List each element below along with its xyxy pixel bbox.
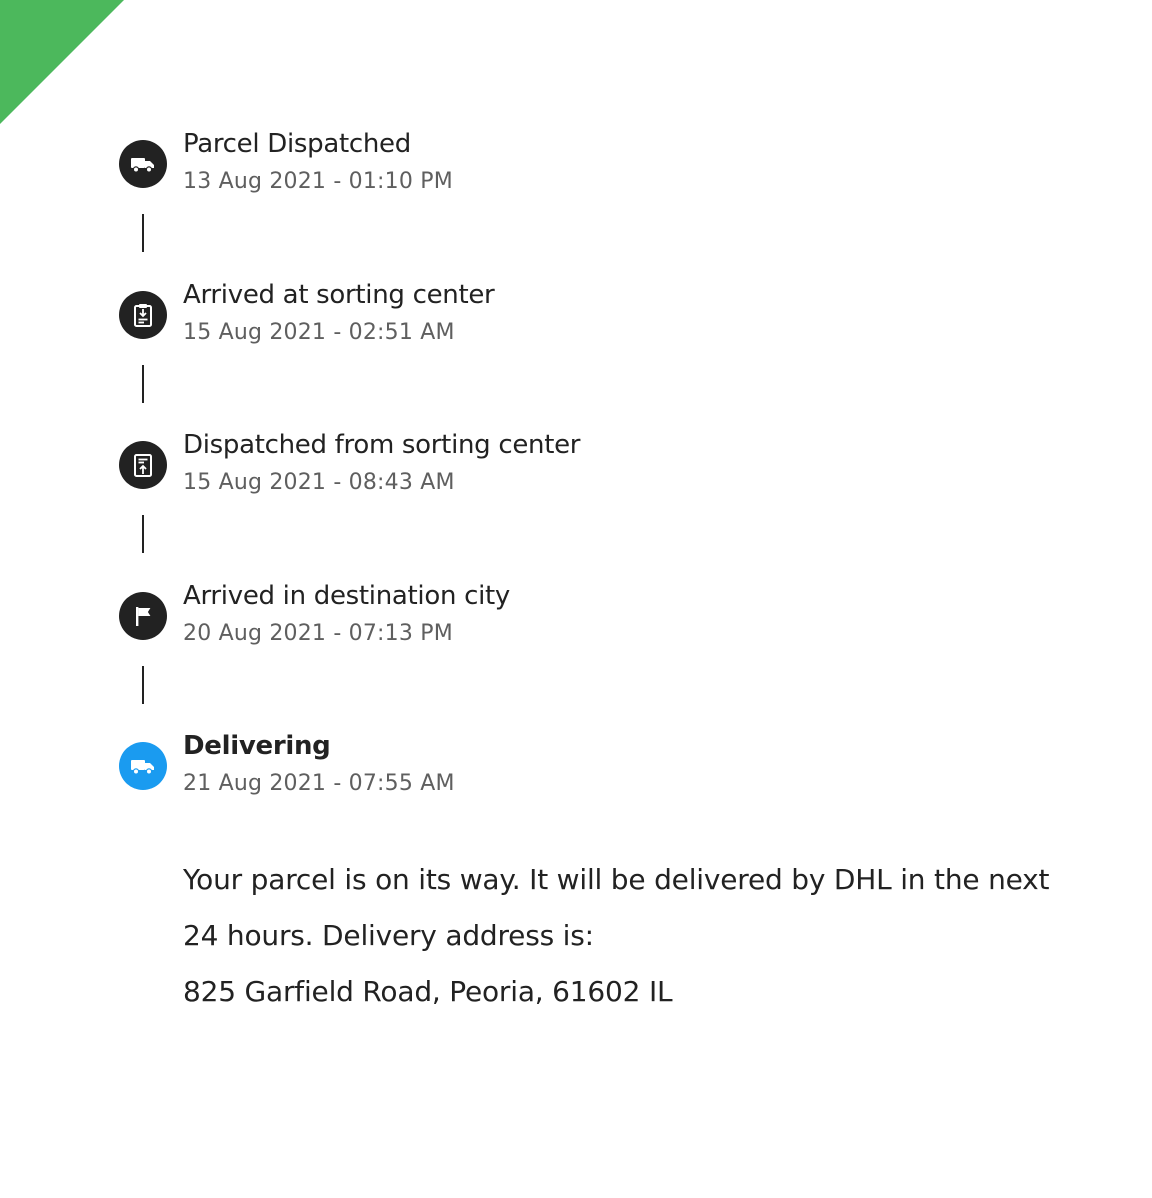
clipboard-upload-icon bbox=[119, 441, 167, 489]
corner-accent bbox=[0, 0, 124, 124]
step-title: Dispatched from sorting center bbox=[183, 430, 581, 460]
step-title: Delivering bbox=[183, 731, 331, 761]
truck-icon bbox=[119, 140, 167, 188]
delivery-address: 825 Garfield Road, Peoria, 61602 IL bbox=[183, 975, 673, 1008]
timeline-connector bbox=[142, 365, 144, 403]
timeline-connector bbox=[142, 515, 144, 553]
step-timestamp: 21 Aug 2021 - 07:55 AM bbox=[183, 771, 455, 796]
step-timestamp: 20 Aug 2021 - 07:13 PM bbox=[183, 621, 453, 646]
timeline-step-destination-city: Arrived in destination city 20 Aug 2021 … bbox=[119, 581, 1119, 666]
delivery-message: Your parcel is on its way. It will be de… bbox=[183, 852, 1083, 1020]
step-timestamp: 15 Aug 2021 - 02:51 AM bbox=[183, 320, 455, 345]
delivery-message-text: Your parcel is on its way. It will be de… bbox=[183, 863, 1050, 952]
step-timestamp: 13 Aug 2021 - 01:10 PM bbox=[183, 169, 453, 194]
timeline-connector bbox=[142, 666, 144, 704]
step-timestamp: 15 Aug 2021 - 08:43 AM bbox=[183, 470, 455, 495]
timeline-step-arrived-sorting: Arrived at sorting center 15 Aug 2021 - … bbox=[119, 280, 1119, 365]
step-title: Arrived at sorting center bbox=[183, 280, 495, 310]
timeline-step-dispatched-sorting: Dispatched from sorting center 15 Aug 20… bbox=[119, 430, 1119, 515]
timeline-connector bbox=[142, 214, 144, 252]
flag-icon bbox=[119, 592, 167, 640]
timeline-step-delivering: Delivering 21 Aug 2021 - 07:55 AM bbox=[119, 731, 1119, 816]
truck-icon bbox=[119, 742, 167, 790]
timeline-step-parcel-dispatched: Parcel Dispatched 13 Aug 2021 - 01:10 PM bbox=[119, 129, 1119, 214]
step-title: Parcel Dispatched bbox=[183, 129, 411, 159]
step-title: Arrived in destination city bbox=[183, 581, 510, 611]
clipboard-download-icon bbox=[119, 291, 167, 339]
